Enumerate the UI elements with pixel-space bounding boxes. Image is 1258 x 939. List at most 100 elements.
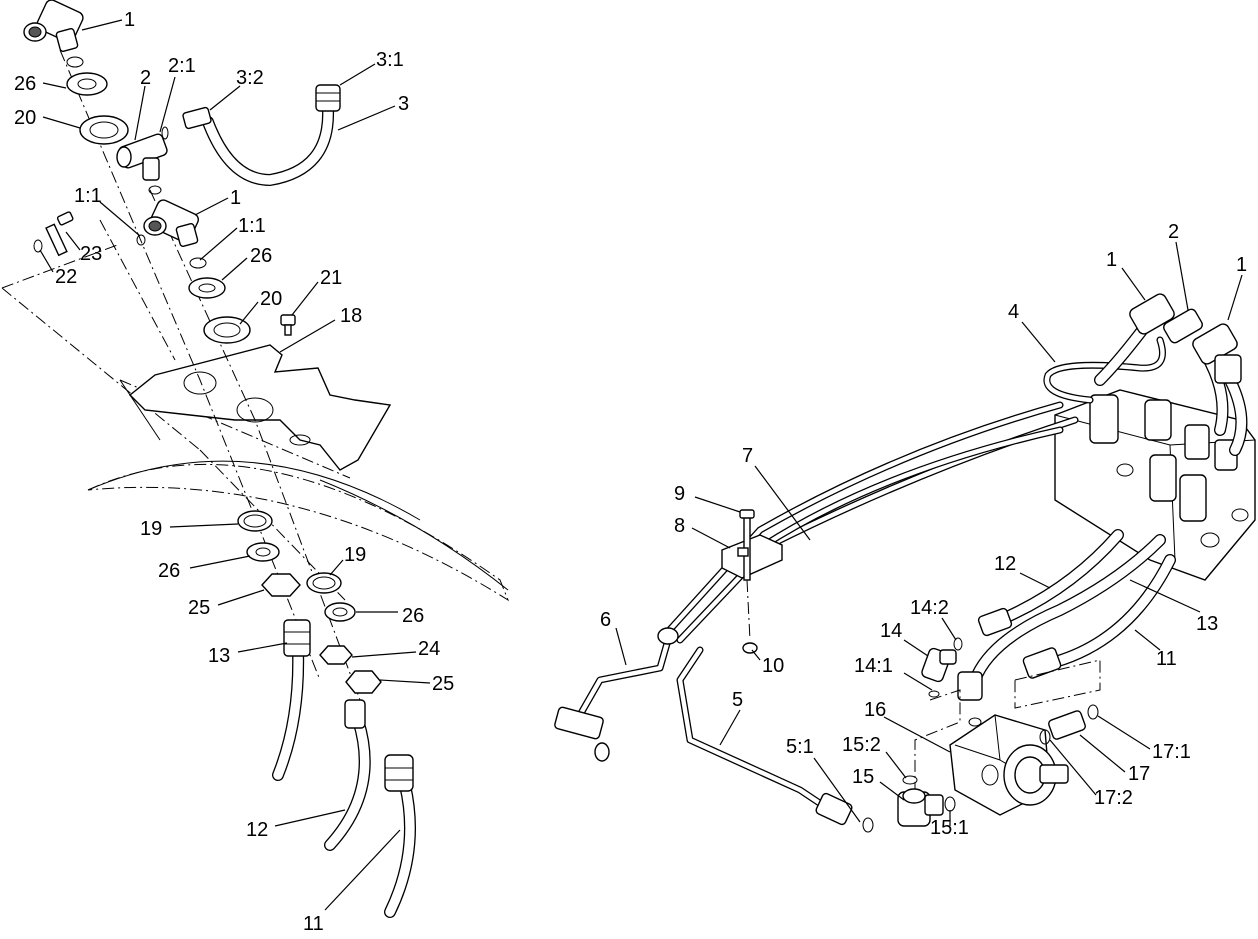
callout-label: 24 (418, 638, 440, 660)
bracket-hole-1 (183, 371, 217, 395)
elbow-14 (921, 647, 957, 683)
callout-label: 13 (208, 645, 230, 667)
callout-label: 25 (432, 673, 454, 695)
callout-label: 6 (600, 609, 611, 631)
callout-label: 20 (260, 288, 282, 310)
bolt-23 (45, 211, 74, 257)
hose-11-right (1022, 554, 1176, 679)
callout-label: 7 (742, 445, 753, 467)
elbow-fitting-middle (143, 199, 200, 248)
callout-label: 1 (230, 187, 241, 209)
grommet-19-left (237, 510, 273, 532)
callout-label: 22 (55, 266, 77, 288)
callout-label: 23 (80, 243, 102, 265)
elbow-15 (897, 788, 944, 827)
o-ring-14-1 (928, 690, 940, 698)
callout-labels: 1 26 20 2 2:1 3:2 3:1 3 1:1 1 1:1 23 22 … (14, 9, 1247, 935)
clamp-bolt-dash (746, 579, 751, 641)
axis-line-2 (149, 189, 361, 701)
callout-label: 17:1 (1152, 741, 1191, 763)
callout-label: 25 (188, 597, 210, 619)
callout-label: 13 (1196, 613, 1218, 635)
callout-label: 11 (303, 913, 324, 935)
hose-12-right (977, 529, 1124, 637)
control-valve-block (1054, 389, 1256, 581)
callout-label: 26 (158, 560, 180, 582)
tee-fitting (116, 126, 169, 181)
washer-26-top-hole (77, 78, 97, 90)
o-ring-tee (148, 185, 162, 195)
nut-24 (319, 645, 353, 665)
nut-10 (742, 642, 758, 654)
callout-label: 14:1 (854, 655, 893, 677)
fender-outline (87, 379, 509, 591)
callout-label: 2 (1168, 221, 1179, 243)
grommet-20-mid (203, 316, 251, 344)
callout-label: 19 (140, 518, 162, 540)
grommet-19-right (306, 572, 342, 594)
elbow-fitting-top (23, 0, 84, 53)
callout-label: 20 (14, 107, 36, 129)
callout-label: 8 (674, 515, 685, 537)
callout-label: 15 (852, 766, 874, 788)
callout-label: 14:2 (910, 597, 949, 619)
callout-label: 15:2 (842, 734, 881, 756)
plug-21 (280, 314, 296, 336)
callout-label: 1 (1106, 249, 1117, 271)
callout-label: 12 (246, 819, 268, 841)
callout-label: 21 (320, 267, 342, 289)
callout-label: 12 (994, 553, 1016, 575)
callout-label: 17:2 (1094, 787, 1133, 809)
washer-22 (33, 239, 43, 253)
callout-label: 3 (398, 93, 409, 115)
hose-13-right (957, 534, 1166, 701)
right-assembled-view (554, 293, 1256, 833)
grommet-20-mid-hole (213, 322, 241, 338)
callout-label: 26 (14, 73, 36, 95)
bracket-hole-2 (236, 397, 274, 423)
washer-26-left (246, 542, 280, 562)
washer-26-top (66, 72, 108, 96)
callout-label: 26 (402, 605, 424, 627)
callout-label: 2 (140, 67, 151, 89)
hose-11-dash-box (1014, 659, 1101, 709)
callout-label: 3:2 (236, 67, 264, 89)
frame-outline (1, 243, 510, 602)
grommet-20-top-hole (89, 121, 119, 139)
callout-label: 15:1 (930, 817, 969, 839)
callout-label: 1 (1236, 254, 1247, 276)
o-ring-1-1 (136, 234, 146, 246)
hose-3 (182, 84, 341, 187)
tube-6 (554, 627, 679, 762)
washer-26-mid (188, 277, 226, 299)
callout-label: 3:1 (376, 49, 404, 71)
washer-26-right (324, 602, 356, 622)
callout-label: 5:1 (786, 736, 814, 758)
tube-clamp (721, 509, 783, 581)
callout-label: 26 (250, 245, 272, 267)
valve-top-fittings (1129, 293, 1242, 384)
callout-label: 16 (864, 699, 886, 721)
axis-line-3 (99, 219, 176, 361)
tube-5 (676, 646, 874, 833)
callout-label: 1:1 (74, 185, 102, 207)
o-ring-14-2 (953, 637, 963, 651)
o-ring-17-1 (1087, 704, 1099, 720)
washer-26-mid-hole (198, 283, 216, 293)
o-ring-15-1 (944, 796, 956, 812)
hose-13 (272, 619, 311, 781)
o-ring-17-2 (1039, 729, 1051, 745)
bracket-hole-3 (289, 434, 311, 446)
nut-25-left (261, 573, 301, 597)
callout-label: 18 (340, 305, 362, 327)
o-ring (66, 56, 84, 68)
callout-label: 17 (1128, 763, 1150, 785)
leader-lines (39, 19, 1243, 911)
callout-label: 1 (124, 9, 135, 31)
callout-label: 11 (1156, 648, 1177, 670)
callout-label: 1:1 (238, 215, 266, 237)
o-ring-1-1b (189, 257, 207, 269)
hose-11 (384, 754, 416, 918)
gear-pump (949, 714, 1069, 816)
